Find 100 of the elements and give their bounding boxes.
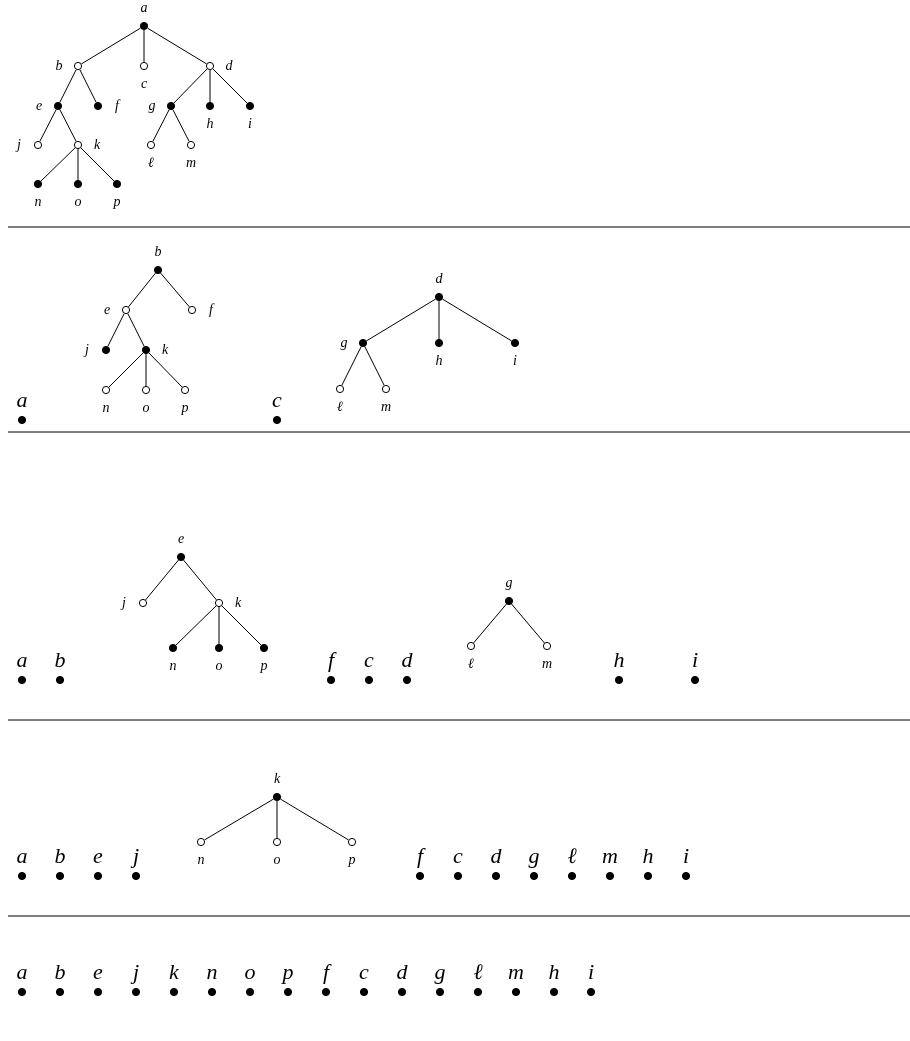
vertex-label: g (147, 98, 157, 114)
vertex-label: h (641, 844, 655, 868)
vertex-label: j (119, 595, 127, 611)
vertex-label: p (280, 960, 295, 984)
vertex-label: ℓ (467, 656, 475, 672)
vertex-label: m (508, 960, 524, 984)
vertex-label: n (196, 852, 206, 868)
vertex-label: b (53, 648, 67, 672)
vertex-label: o (243, 960, 257, 984)
vertex-label: m (380, 399, 392, 415)
vertex-label: k (272, 771, 282, 787)
vertex-label: ℓ (147, 155, 155, 171)
tree-edge (209, 69, 211, 103)
tree-edge (145, 353, 147, 387)
vertex-label: o (272, 852, 282, 868)
tree-edge (79, 69, 97, 103)
vertex-label: d (434, 271, 444, 287)
vertex-label: k (160, 342, 170, 358)
vertex-label: j (82, 342, 90, 358)
tree-edge (39, 109, 57, 142)
vertex-label: m (185, 155, 197, 171)
tree-edge (341, 346, 362, 386)
tree-edge (143, 29, 145, 63)
vertex-label: n (168, 658, 178, 674)
vertex-label: a (15, 844, 29, 868)
vertex-label: o (141, 400, 151, 416)
vertex-label: k (92, 137, 102, 153)
vertex-label: h (547, 960, 561, 984)
tree-edge (146, 27, 208, 65)
vertex-label: d (489, 844, 503, 868)
vertex-label: a (139, 0, 149, 16)
tree-edge (441, 298, 513, 342)
tree-edge (172, 109, 190, 142)
vertex-label: b (53, 960, 67, 984)
vertex-label: f (208, 302, 216, 318)
vertex-label: o (73, 194, 83, 210)
tree-edge (364, 346, 385, 386)
vertex-label: e (92, 960, 104, 984)
vertex-label: n (101, 400, 111, 416)
tree-edge (59, 69, 77, 103)
tree-edge (218, 606, 220, 645)
vertex-label: a (15, 388, 29, 412)
vertex-label: g (339, 335, 349, 351)
vertex-label: i (247, 116, 253, 132)
tree-edge (212, 68, 248, 104)
vertex-label: p (259, 658, 269, 674)
vertex-label: ℓ (472, 960, 484, 984)
tree-edge (365, 298, 437, 342)
vertex-label: ℓ (336, 399, 344, 415)
vertex-label: e (92, 844, 104, 868)
tree-edge (160, 272, 190, 308)
vertex-label: m (602, 844, 618, 868)
tree-edge (175, 605, 217, 646)
vertex-label: j (129, 844, 141, 868)
vertex-label: f (415, 844, 427, 868)
tree-edge (511, 603, 545, 644)
tree-edge (59, 109, 77, 142)
vertex-label: i (512, 353, 518, 369)
tree-edge (173, 68, 208, 104)
vertex-label: e (102, 302, 112, 318)
tree-edge (473, 603, 507, 644)
vertex-label: i (690, 648, 700, 672)
vertex-label: j (14, 137, 22, 153)
vertex-label: p (112, 194, 122, 210)
vertex-label: f (321, 960, 333, 984)
vertex-label: b (54, 58, 64, 74)
vertex-label: k (168, 960, 180, 984)
vertex-label: n (33, 194, 43, 210)
vertex-label: a (15, 960, 29, 984)
vertex-label: i (586, 960, 596, 984)
vertex-label: b (153, 244, 163, 260)
vertex-label: f (114, 98, 122, 114)
tree-edge (183, 559, 217, 601)
vertex-label: d (400, 648, 414, 672)
vertex-label: g (527, 844, 541, 868)
vertex-label: i (681, 844, 691, 868)
vertex-label: c (139, 76, 149, 92)
tree-edge (80, 147, 115, 182)
tree-edge (438, 300, 440, 340)
tree-edge (128, 272, 156, 308)
tree-edge (276, 800, 278, 839)
tree-edge (145, 559, 179, 601)
tree-edge (279, 798, 350, 841)
tree-edge (127, 313, 145, 347)
vertex-label: c (271, 388, 283, 412)
tree-edge (148, 352, 183, 388)
tree-edge (107, 313, 125, 347)
vertex-label: d (395, 960, 409, 984)
vertex-label: e (34, 98, 44, 114)
vertex-label: h (205, 116, 215, 132)
vertex-label: g (504, 575, 514, 591)
vertex-label: p (180, 400, 190, 416)
tree-edge (152, 109, 170, 142)
vertex-label: c (452, 844, 464, 868)
vertex-label: c (358, 960, 370, 984)
tree-edge (80, 27, 142, 65)
tree-edge (108, 352, 144, 388)
vertex-label: k (233, 595, 243, 611)
tree-edge (221, 605, 262, 646)
vertex-label: c (363, 648, 375, 672)
